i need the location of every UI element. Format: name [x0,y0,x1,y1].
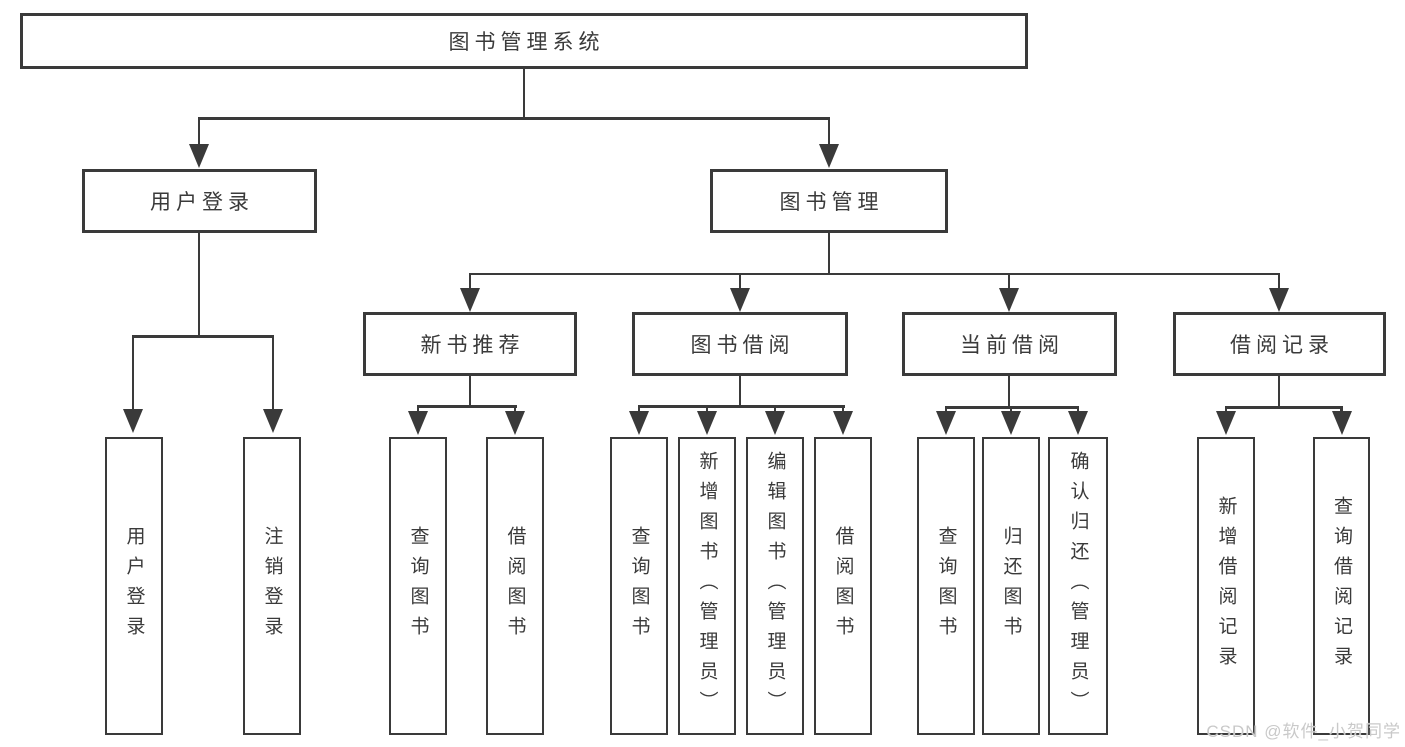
connector-bookmgmt-drop3 [1007,272,1011,291]
arrowhead-borrow-records [1269,288,1289,312]
csdn-watermark: CSDN @软件_小贺同学 [1206,722,1401,741]
connector-records-drop1 [1224,406,1228,414]
leaf-current-query-books: 查询图书 [917,437,975,735]
leaf-records-query: 查询借阅记录 [1313,437,1370,735]
node-user-login: 用户登录 [82,169,317,233]
arrowhead-recommend-borrow [505,411,525,435]
connector-current-drop3 [1076,406,1080,414]
connector-root-drop-right [827,117,831,149]
arrowhead-borrow-borrow [833,411,853,435]
connector-userlogin-drop2 [271,335,275,411]
connector-current-drop1 [944,406,948,414]
arrowhead-leaf-logout [263,409,283,433]
arrowhead-records-add [1216,411,1236,435]
leaf-current-return-books: 归还图书 [982,437,1040,735]
arrowhead-current-query [936,411,956,435]
arrowhead-new-book-recommend [460,288,480,312]
leaf-borrow-query-books: 查询图书 [610,437,668,735]
arrowhead-current-borrow [999,288,1019,312]
leaf-borrow-add-books-admin: 新增图书（管理员） [678,437,736,735]
arrowhead-borrow-query [629,411,649,435]
connector-bookmgmt-drop2 [738,272,742,291]
arrowhead-user-login [189,144,209,168]
connector-bookmgmt-vstub [827,233,831,275]
connector-borrow-drop4 [841,405,845,414]
leaf-borrow-edit-books-admin: 编辑图书（管理员） [746,437,804,735]
connector-userlogin-drop1 [131,335,135,411]
connector-userlogin-hline [131,335,275,338]
connector-bookmgmt-drop1 [468,272,472,291]
connector-records-drop2 [1340,406,1343,414]
connector-root-hline [197,117,831,120]
connector-borrow-drop3 [773,405,777,414]
arrowhead-recommend-query [408,411,428,435]
connector-bookmgmt-hline [468,272,1281,275]
arrowhead-records-query [1331,411,1352,435]
node-book-management: 图书管理 [710,169,948,233]
node-borrow-records: 借阅记录 [1173,312,1386,376]
connector-root-drop-left [197,117,201,149]
connector-current-drop2 [1009,406,1013,414]
node-current-borrow: 当前借阅 [902,312,1117,376]
connector-recommend-vstub [468,376,472,408]
connector-recommend-hline [416,405,518,408]
connector-records-vstub [1277,376,1281,408]
connector-root-vstub [522,69,526,119]
leaf-recommend-borrow-books: 借阅图书 [486,437,544,735]
leaf-current-confirm-return-admin: 确认归还（管理员） [1048,437,1108,735]
connector-userlogin-vstub [197,233,201,338]
connector-current-vstub [1007,376,1011,408]
connector-bookmgmt-drop4 [1277,272,1281,291]
connector-recommend-drop1 [416,405,420,414]
leaf-borrow-borrow-books: 借阅图书 [814,437,872,735]
leaf-recommend-query-books: 查询图书 [389,437,447,735]
leaf-user-login: 用户登录 [105,437,163,735]
node-library-system: 图书管理系统 [20,13,1028,69]
arrowhead-current-return [1001,411,1021,435]
arrowhead-borrow-edit [765,411,785,435]
node-book-borrow: 图书借阅 [632,312,848,376]
arrowhead-borrow-add [697,411,717,435]
arrowhead-book-borrow [730,288,750,312]
connector-borrow-drop1 [637,405,641,414]
leaf-logout: 注销登录 [243,437,301,735]
connector-borrow-drop2 [705,405,709,414]
connector-records-hline [1224,406,1343,409]
connector-recommend-drop2 [513,405,517,414]
arrowhead-leaf-user-login [123,409,143,433]
arrowhead-current-confirm [1068,411,1088,435]
connector-borrow-hline [637,405,846,408]
arrowhead-book-management [819,144,839,168]
connector-borrow-vstub [738,376,742,408]
node-new-book-recommend: 新书推荐 [363,312,577,376]
leaf-records-add: 新增借阅记录 [1197,437,1255,735]
